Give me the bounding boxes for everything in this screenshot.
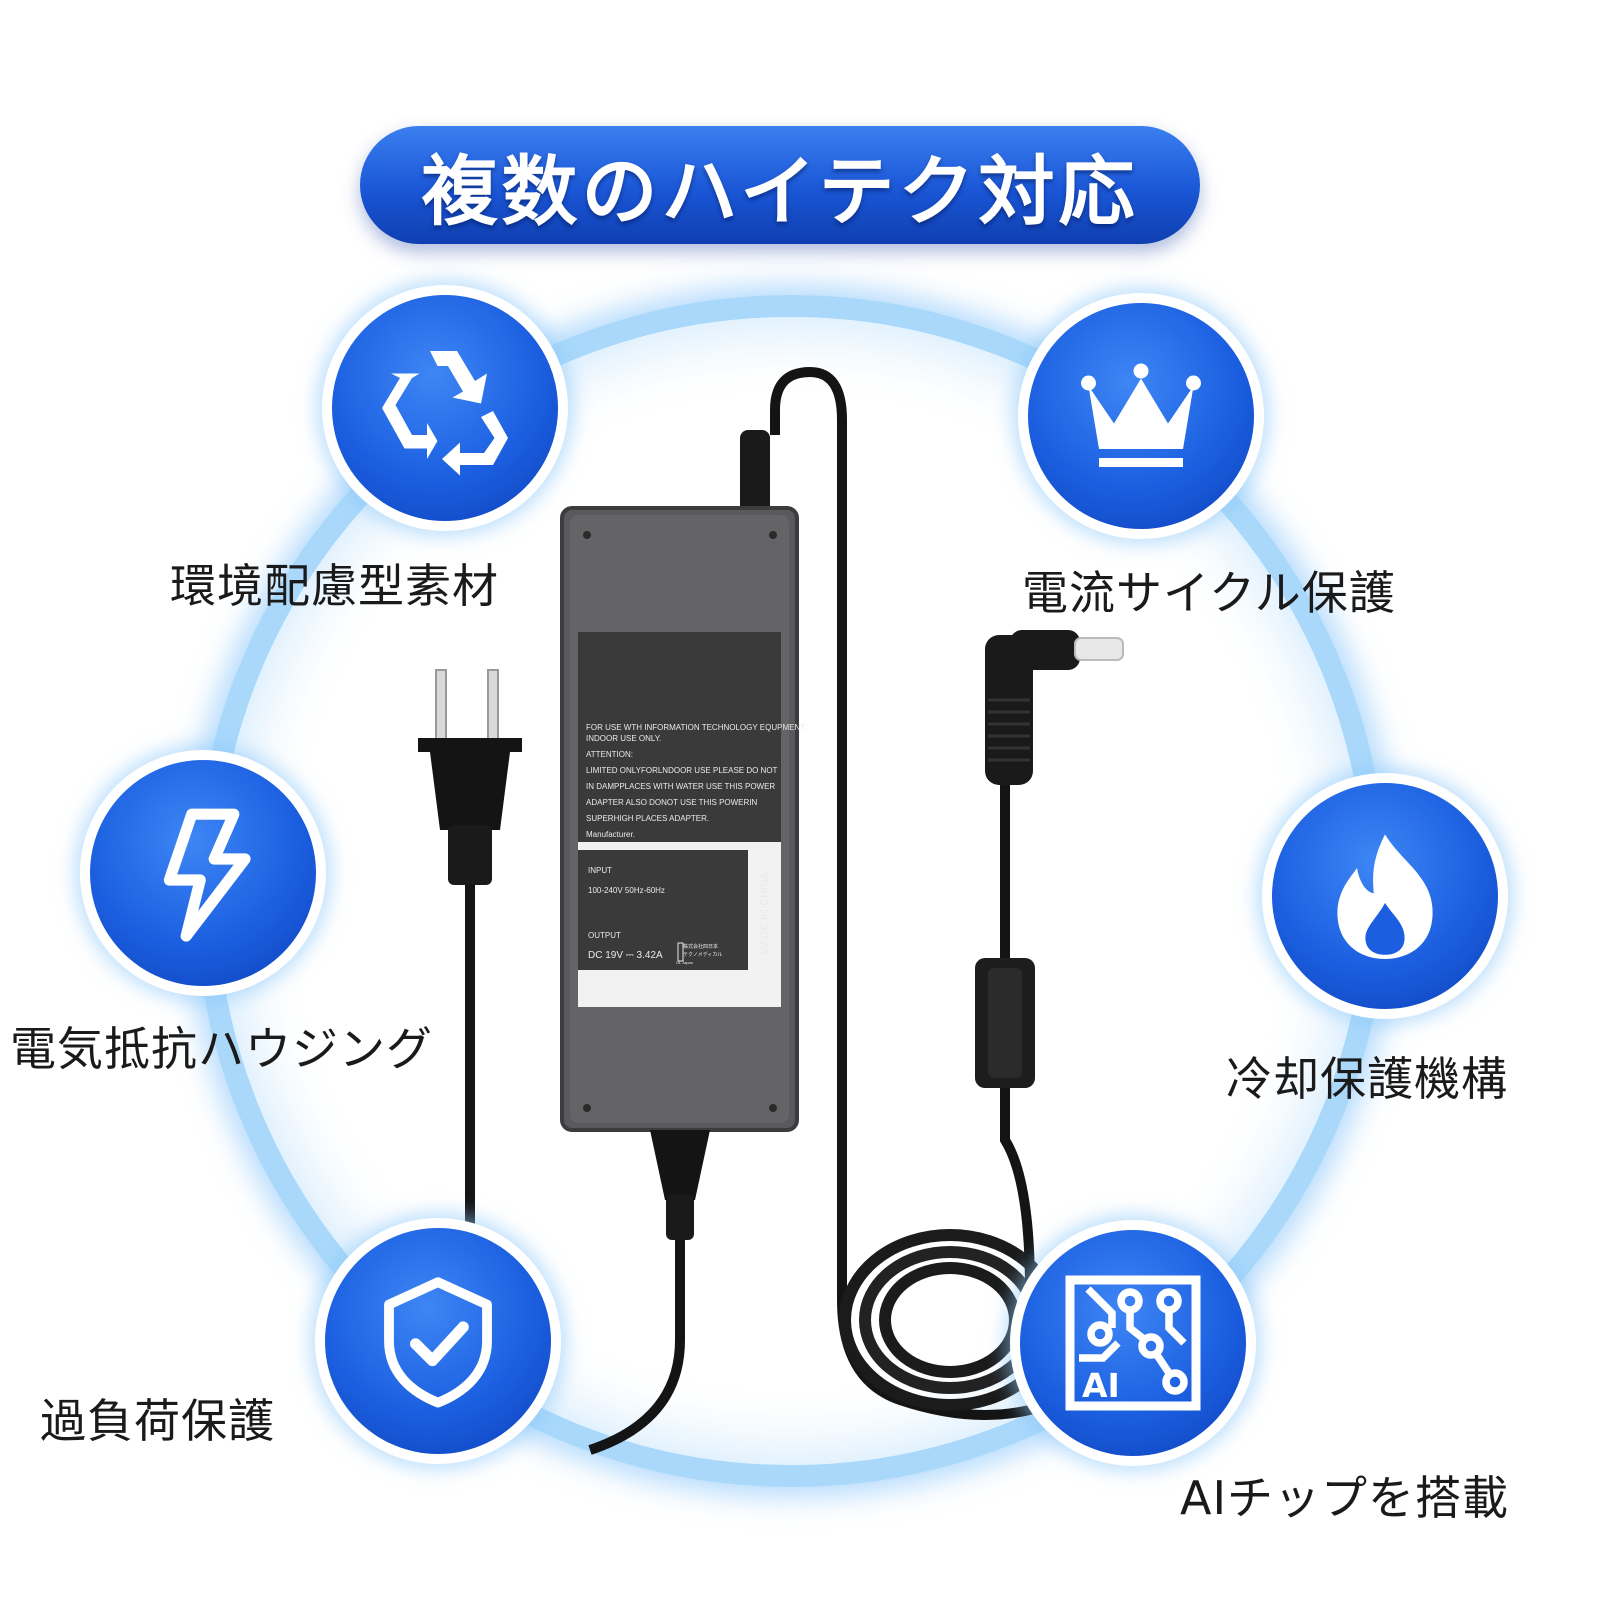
adapter-label-spec xyxy=(578,850,748,970)
cert-small: UL Japan xyxy=(676,960,693,965)
dc-connector-head xyxy=(1010,630,1080,670)
screw-tl xyxy=(583,531,591,539)
title-banner: 複数のハイテク対応 xyxy=(360,126,1200,244)
notice-line-7: SUPERHIGH PLACES ADAPTER. xyxy=(586,814,709,823)
notice-line-3: ATTENTION: xyxy=(586,750,633,759)
plug-prong-right xyxy=(487,669,499,743)
lightning-icon xyxy=(163,808,251,942)
page-title: 複数のハイテク対応 xyxy=(421,147,1139,236)
badge-overload xyxy=(315,1218,561,1464)
notice-line-2: INDOOR USE ONLY. xyxy=(586,734,661,743)
notice-line-4: LIMITED ONLYFORLNDOOR USE PLEASE DO NOT xyxy=(586,766,778,775)
plug-prong-left xyxy=(435,669,447,743)
svg-text:AI: AI xyxy=(1082,1366,1120,1405)
ai-chip-icon: AI xyxy=(1065,1275,1201,1411)
crown-icon xyxy=(1081,363,1201,467)
notice-line-8: Manufacturer. xyxy=(586,830,635,839)
adapter-label-top xyxy=(578,632,781,842)
origin-text: MADE IN CHINA xyxy=(759,871,771,955)
screw-bl xyxy=(583,1104,591,1112)
label-ai: AIチップを搭載 xyxy=(1180,1471,1510,1525)
badge-cycle xyxy=(1018,293,1264,539)
notice-line-1: FOR USE WTH INFORMATION TECHNOLOGY EQUPM… xyxy=(586,723,805,732)
notice-line-6: ADAPTER ALSO DONOT USE THIS POWERIN xyxy=(586,798,758,807)
dc-cable-lead xyxy=(1000,1080,1035,1291)
dc-plug-tip xyxy=(1074,637,1124,661)
cert-company: 株式会社四日本 xyxy=(683,943,718,950)
cert-mark xyxy=(677,942,684,962)
cable-coil-inner xyxy=(879,1262,1021,1378)
label-resist: 電気抵抗ハウジング xyxy=(10,1022,433,1076)
badge-resist xyxy=(80,750,326,996)
ferrite-core-shade xyxy=(988,968,1022,1078)
plug-body xyxy=(418,738,522,830)
label-cooling: 冷却保護機構 xyxy=(1226,1052,1508,1106)
badge-cooling xyxy=(1262,773,1508,1019)
badge-eco xyxy=(322,285,568,531)
input-heading: INPUT xyxy=(588,866,612,875)
screw-br xyxy=(769,1104,777,1112)
output-value: DC 19V ⎓ 3.42A xyxy=(588,950,663,961)
strain-relief-bottom-tail xyxy=(666,1195,694,1240)
notice-line-5: IN DAMPPLACES WITH WATER USE THIS POWER xyxy=(586,782,775,791)
cert-company-2: テクノメディカル xyxy=(683,951,722,958)
plug-strain-relief xyxy=(448,825,492,885)
strain-relief-bottom xyxy=(650,1130,710,1200)
badge-ai: AI xyxy=(1010,1220,1256,1466)
shield-check-icon xyxy=(384,1277,492,1408)
label-cycle: 電流サイクル保護 xyxy=(1022,566,1396,620)
label-overload: 過負荷保護 xyxy=(40,1394,275,1448)
label-eco: 環境配慮型素材 xyxy=(170,559,499,613)
flame-icon xyxy=(1337,834,1433,959)
output-cable xyxy=(588,1240,685,1455)
screw-tr xyxy=(769,531,777,539)
recycle-icon xyxy=(382,351,508,476)
dc-connector-ribs xyxy=(988,698,1030,762)
output-heading: OUTPUT xyxy=(588,931,621,940)
input-value: 100-240V 50Hz-60Hz xyxy=(588,886,665,895)
power-adapter-illustration: FOR USE WTH INFORMATION TECHNOLOGY EQUPM… xyxy=(418,366,1124,1455)
strain-relief-top xyxy=(740,430,770,515)
